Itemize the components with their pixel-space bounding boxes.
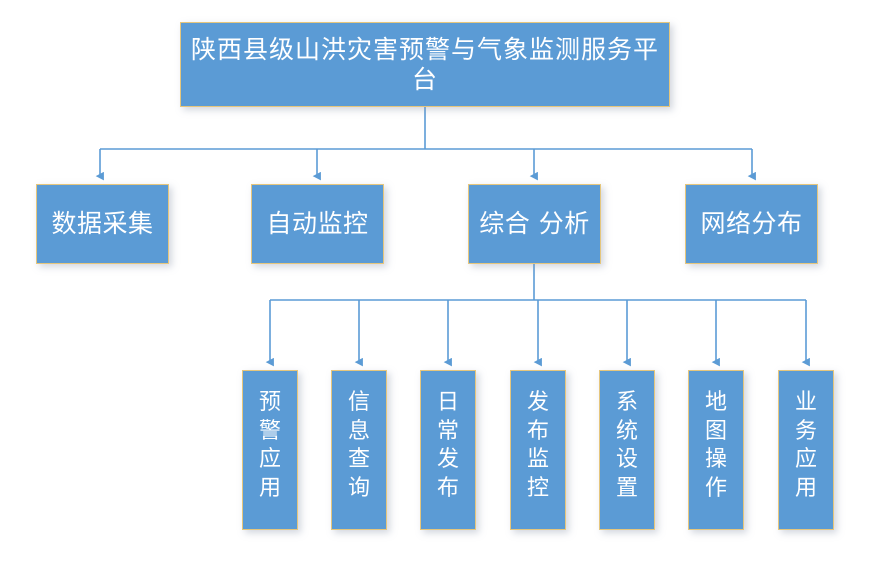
node-platform-root-label: 陕西县级山洪灾害预警与气象监测服务平台 — [190, 35, 659, 94]
node-information-query-label: 信息查询 — [347, 390, 370, 501]
node-network-distribution-label: 网络分布 — [700, 209, 803, 239]
node-information-query[interactable]: 信息查询 — [331, 370, 387, 530]
node-publish-monitoring-label: 发布监控 — [526, 390, 549, 501]
node-comprehensive-analysis[interactable]: 综合 分析 — [468, 184, 601, 264]
node-auto-monitoring[interactable]: 自动监控 — [251, 184, 384, 264]
node-platform-root[interactable]: 陕西县级山洪灾害预警与气象监测服务平台 — [180, 22, 670, 107]
node-map-operations-label: 地图操作 — [704, 390, 727, 501]
node-warning-application-label: 预警应用 — [258, 390, 281, 501]
node-system-settings-label: 系统设置 — [615, 390, 638, 501]
node-auto-monitoring-label: 自动监控 — [266, 209, 369, 239]
node-publish-monitoring[interactable]: 发布监控 — [510, 370, 566, 530]
node-warning-application[interactable]: 预警应用 — [242, 370, 298, 530]
node-comprehensive-analysis-label: 综合 分析 — [479, 209, 590, 239]
node-network-distribution[interactable]: 网络分布 — [685, 184, 818, 264]
node-data-collection[interactable]: 数据采集 — [36, 184, 169, 264]
node-daily-publishing[interactable]: 日常发布 — [420, 370, 476, 530]
node-map-operations[interactable]: 地图操作 — [688, 370, 744, 530]
node-data-collection-label: 数据采集 — [51, 209, 154, 239]
node-daily-publishing-label: 日常发布 — [436, 390, 459, 501]
node-business-application-label: 业务应用 — [794, 390, 817, 501]
node-system-settings[interactable]: 系统设置 — [599, 370, 655, 530]
node-business-application[interactable]: 业务应用 — [778, 370, 834, 530]
